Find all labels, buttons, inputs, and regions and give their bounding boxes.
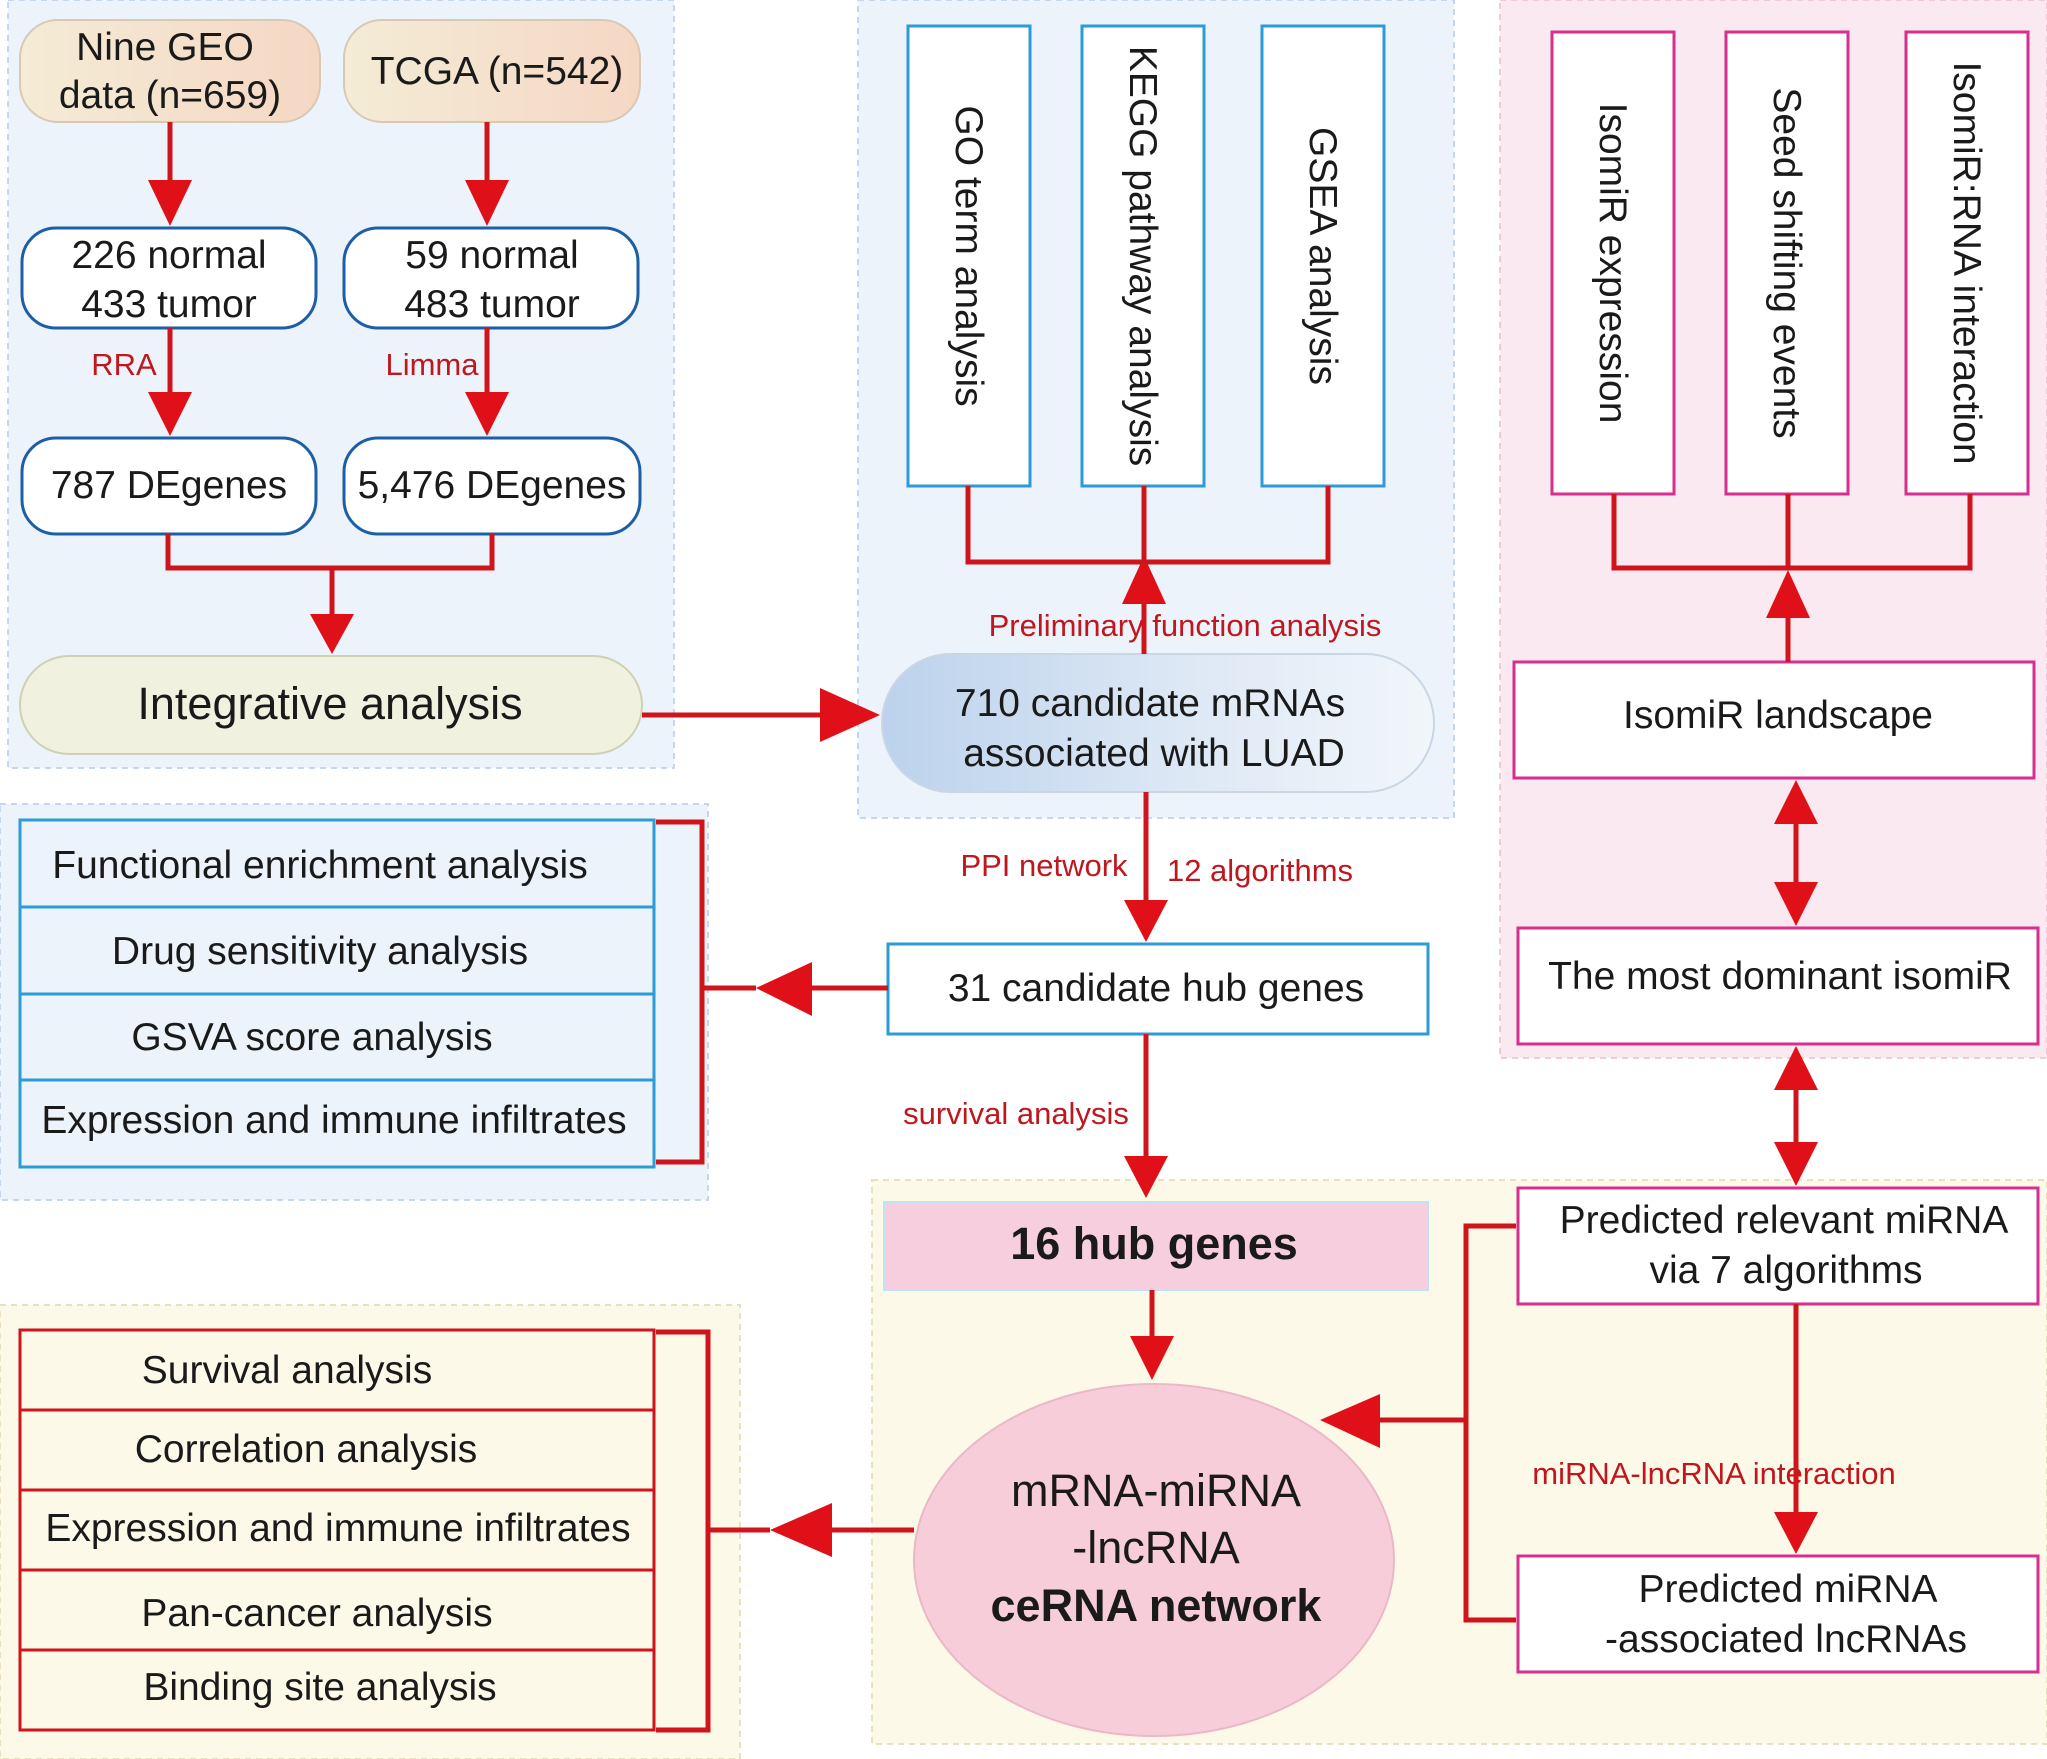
list-item bbox=[18, 818, 656, 909]
candidate-mrnas-label-1: 710 candidate mRNAs bbox=[955, 682, 1345, 725]
limma-method-label: Limma bbox=[385, 347, 479, 382]
arrowhead bbox=[310, 614, 354, 654]
panel-data-sources bbox=[7, 0, 675, 769]
predicted-lncrna-label-1: Predicted miRNA bbox=[1638, 1568, 1937, 1611]
hub-candidates-label: 31 candidate hub genes bbox=[948, 967, 1364, 1010]
arrowhead bbox=[1124, 1156, 1168, 1198]
list-item bbox=[18, 1648, 656, 1732]
arrowhead bbox=[1774, 1512, 1818, 1554]
isomir-expression-label: IsomiR expression bbox=[1591, 103, 1634, 424]
arrowhead bbox=[148, 180, 192, 226]
list-item bbox=[18, 1488, 656, 1572]
expression-immune-bottom-label: Expression and immune infiltrates bbox=[45, 1507, 630, 1550]
predicted-mirna-label-2: via 7 algorithms bbox=[1649, 1249, 1922, 1292]
list-item bbox=[18, 905, 656, 996]
arrowhead bbox=[1122, 556, 1166, 604]
list-item bbox=[18, 1328, 656, 1412]
survival-analysis-item-label: Survival analysis bbox=[142, 1349, 432, 1392]
drug-sensitivity-label: Drug sensitivity analysis bbox=[112, 930, 528, 973]
ceRNA-label-3: ceRNA network bbox=[991, 1580, 1323, 1631]
dominant-isomir-box bbox=[1516, 926, 2040, 1046]
seed-shifting-box bbox=[1724, 30, 1850, 496]
arrowhead bbox=[1320, 1394, 1380, 1448]
isomir-rna-interaction-label: IsomiR:RNA interaction bbox=[1945, 61, 1988, 464]
list-item bbox=[18, 992, 656, 1082]
arrowhead bbox=[1124, 900, 1168, 942]
correlation-analysis-label: Correlation analysis bbox=[135, 1428, 478, 1471]
isomir-expression-box bbox=[1550, 30, 1676, 496]
arrowhead bbox=[770, 1503, 832, 1557]
seed-shifting-label: Seed shifting events bbox=[1765, 87, 1808, 438]
binding-site-label: Binding site analysis bbox=[143, 1666, 496, 1709]
arrowhead bbox=[1774, 1142, 1818, 1186]
dominant-isomir-label: The most dominant isomiR bbox=[1548, 955, 2012, 998]
pan-cancer-label: Pan-cancer analysis bbox=[141, 1592, 492, 1635]
gsea-box bbox=[1260, 24, 1386, 488]
arrowhead bbox=[1774, 882, 1818, 926]
geo-samples-label-2: 433 tumor bbox=[81, 283, 257, 326]
ceRNA-network-ellipse bbox=[913, 1383, 1395, 1737]
rra-method-label: RRA bbox=[91, 347, 157, 382]
arrowhead bbox=[820, 688, 880, 742]
geo-degenes-label: 787 DEgenes bbox=[51, 464, 287, 507]
list-item bbox=[18, 1078, 656, 1169]
ppi-network-label: PPI network bbox=[960, 848, 1128, 883]
arrowhead bbox=[1130, 1336, 1174, 1380]
expression-immune-label: Expression and immune infiltrates bbox=[41, 1099, 626, 1142]
arrowhead bbox=[756, 962, 812, 1016]
predicted-mirna-box bbox=[1516, 1186, 2040, 1306]
arrowhead bbox=[1766, 570, 1810, 618]
arrowhead bbox=[1774, 1046, 1818, 1090]
list-item bbox=[18, 1568, 656, 1652]
tcga-source-box bbox=[343, 19, 641, 123]
tcga-samples-box bbox=[342, 226, 640, 330]
list-item bbox=[18, 1408, 656, 1492]
bracket-left-bottom bbox=[656, 1329, 722, 1733]
gsva-score-label: GSVA score analysis bbox=[131, 1016, 492, 1059]
arrowhead bbox=[465, 392, 509, 436]
bracket-right bbox=[1448, 1223, 1516, 1623]
survival-analysis-label: survival analysis bbox=[903, 1096, 1129, 1131]
tcga-samples-label-1: 59 normal bbox=[405, 234, 578, 277]
isomir-rna-interaction-box bbox=[1904, 30, 2030, 496]
gsea-label: GSEA analysis bbox=[1301, 127, 1344, 385]
hub-candidates-box bbox=[886, 942, 1430, 1036]
tcga-degenes-label: 5,476 DEgenes bbox=[358, 464, 627, 507]
ceRNA-label-1: mRNA-miRNA bbox=[1011, 1465, 1301, 1516]
kegg-box bbox=[1080, 24, 1206, 488]
tcga-samples-label-2: 483 tumor bbox=[404, 283, 580, 326]
hub-genes-label: 16 hub genes bbox=[1010, 1218, 1298, 1269]
predicted-lncrna-label-2: -associated lncRNAs bbox=[1605, 1618, 1967, 1661]
predicted-lncrna-box bbox=[1516, 1554, 2040, 1674]
geo-source-label-2: data (n=659) bbox=[59, 74, 281, 117]
bracket-left-mid bbox=[656, 819, 718, 1165]
mirna-lncrna-interaction-label: miRNA-lncRNA interaction bbox=[1532, 1456, 1896, 1491]
integrative-analysis-label: Integrative analysis bbox=[137, 678, 522, 729]
preliminary-function-label: Preliminary function analysis bbox=[989, 608, 1382, 643]
arrowhead bbox=[465, 180, 509, 226]
candidate-mrnas-label-2: associated with LUAD bbox=[963, 732, 1345, 775]
ceRNA-label-2: -lncRNA bbox=[1072, 1522, 1240, 1573]
isomir-landscape-box bbox=[1512, 660, 2036, 780]
twelve-algorithms-label: 12 algorithms bbox=[1167, 853, 1353, 888]
connectors bbox=[148, 122, 1973, 1733]
arrowhead bbox=[148, 392, 192, 436]
arrowhead bbox=[1774, 780, 1818, 824]
geo-samples-label-1: 226 normal bbox=[71, 234, 266, 277]
predicted-mirna-label-1: Predicted relevant miRNA bbox=[1560, 1199, 2009, 1242]
functional-enrichment-label: Functional enrichment analysis bbox=[52, 844, 587, 887]
tcga-source-label: TCGA (n=542) bbox=[371, 50, 624, 93]
go-term-label: GO term analysis bbox=[947, 105, 990, 406]
kegg-label: KEGG pathway analysis bbox=[1121, 46, 1164, 467]
isomir-landscape-label: IsomiR landscape bbox=[1623, 694, 1933, 737]
geo-source-label-1: Nine GEO bbox=[76, 26, 254, 69]
hub-genes-box bbox=[883, 1201, 1429, 1291]
integrative-analysis-box bbox=[19, 655, 643, 755]
candidate-mrnas-box bbox=[881, 653, 1435, 793]
